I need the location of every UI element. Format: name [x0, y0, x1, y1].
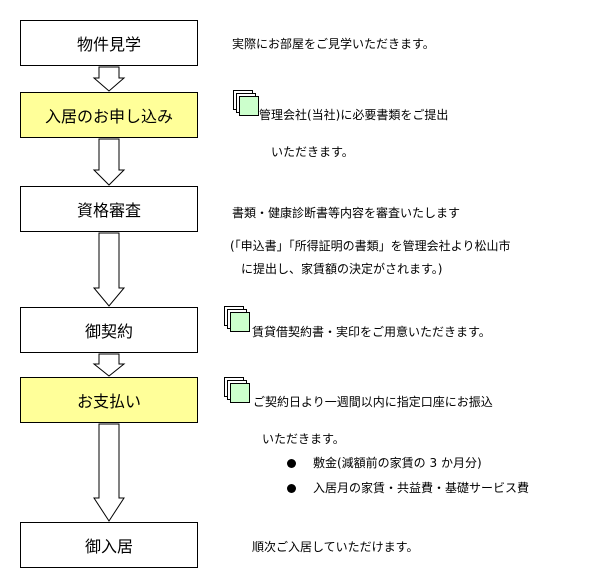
- document-icon: [224, 377, 250, 403]
- note-application-line2: いただきます。: [271, 145, 354, 159]
- step-label: 資格審査: [76, 201, 141, 220]
- arrow-down-icon: [92, 138, 126, 186]
- step-move-in: 御入居: [20, 522, 198, 568]
- note-screening-line2: (「申込書」「所得証明の書類」を管理会社より松山市: [230, 239, 511, 253]
- bullet-icon: [287, 459, 296, 468]
- step-label: 御入居: [84, 537, 133, 556]
- payment-item-deposit: 敷金(減額前の家賃の 3 か月分): [313, 456, 482, 470]
- document-icon: [224, 306, 250, 332]
- bullet-icon: [287, 484, 296, 493]
- payment-item-rent: 入居月の家賃・共益費・基礎サービス費: [313, 481, 530, 495]
- step-screening: 資格審査: [20, 186, 198, 232]
- note-application-line1: 管理会社(当社)に必要書類をご提出: [259, 108, 449, 122]
- note-screening-line3: に提出し、家賃額の決定がされます。): [241, 262, 443, 276]
- step-label: 物件見学: [76, 35, 141, 54]
- step-label: 入居のお申し込み: [44, 107, 173, 126]
- step-payment: お支払い: [20, 377, 198, 423]
- arrow-down-icon: [92, 66, 126, 92]
- step-property-viewing: 物件見学: [20, 20, 198, 66]
- arrow-down-icon: [92, 232, 126, 307]
- arrow-down-icon: [93, 423, 125, 522]
- note-contract: 賃貸借契約書・実印をご用意いただきます。: [252, 325, 491, 339]
- note-payment-line1: ご契約日より一週間以内に指定口座にお振込: [253, 395, 493, 409]
- step-label: お支払い: [76, 392, 141, 411]
- document-icon: [233, 90, 259, 116]
- note-move-in: 順次ご入居していただけます。: [252, 540, 419, 554]
- step-application: 入居のお申し込み: [20, 92, 198, 138]
- note-viewing: 実際にお部屋をご見学いただきます。: [232, 37, 435, 51]
- step-contract: 御契約: [20, 307, 198, 353]
- arrow-down-icon: [92, 353, 126, 377]
- note-screening-line1: 書類・健康診断書等内容を審査いたします: [232, 206, 461, 220]
- note-payment-line2: いただきます。: [262, 432, 345, 446]
- step-label: 御契約: [84, 322, 133, 341]
